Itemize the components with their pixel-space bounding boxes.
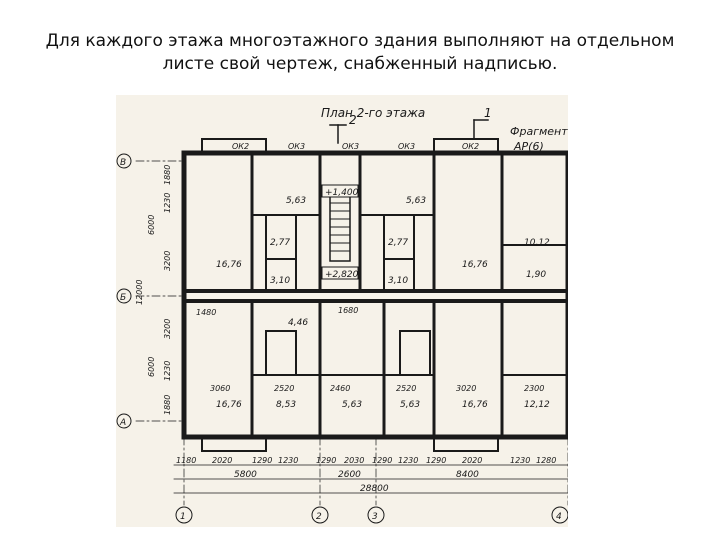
slide-caption: Для каждого этажа многоэтажного здания в… xyxy=(20,30,700,76)
axis-row-v: В xyxy=(120,158,126,168)
dim-b1-6: 1290 xyxy=(372,456,392,465)
loggia-bottom-right xyxy=(433,436,499,452)
dim-b1-8: 1290 xyxy=(426,456,446,465)
bath-right xyxy=(383,258,415,292)
dim-l-3: 3200 xyxy=(163,319,172,339)
bath-left xyxy=(265,258,297,292)
plan-title: План 2-го этажа xyxy=(321,106,425,120)
dim-inner-7: 1480 xyxy=(196,308,216,317)
area-right-hall: 2,77 xyxy=(388,238,408,248)
dim-b2-1: 2600 xyxy=(338,470,361,480)
level-box-2 xyxy=(321,266,359,280)
section-mark-right: 1 xyxy=(484,106,492,120)
dim-b1-11: 1280 xyxy=(536,456,556,465)
dim-inner-4: 2520 xyxy=(396,384,416,393)
dim-lt-1: 12000 xyxy=(135,280,144,305)
area-left-bath: 3,10 xyxy=(270,276,290,286)
axis-col-4: 4 xyxy=(556,512,562,522)
fragment-label: Фрагмент 2 xyxy=(510,125,568,138)
caption-line-1: Для каждого этажа многоэтажного здания в… xyxy=(45,31,675,51)
axis-col-1: 1 xyxy=(180,512,186,522)
dim-inner-1: 3060 xyxy=(210,384,230,393)
axis-bubble-3 xyxy=(367,506,385,524)
dim-l-5: 1880 xyxy=(163,395,172,415)
dims-bottom-row-1: 1180 2020 1290 1230 1290 2030 1290 1230 … xyxy=(176,456,556,465)
axis-bubble-a xyxy=(116,413,132,429)
axis-bubble-2 xyxy=(311,506,329,524)
floor-plan-drawing: План 2-го этажа 2 1 Фрагмент 2 АР(6) xyxy=(116,95,568,527)
area-right-top-room: 16,76 xyxy=(462,260,488,270)
hall-right xyxy=(383,214,415,260)
area-right-bath: 3,10 xyxy=(388,276,408,286)
section-mark-top: 2 xyxy=(349,113,357,127)
area-left-kitchen: 5,63 xyxy=(286,196,306,206)
level-2: +2,820 xyxy=(325,270,359,280)
area-bottom-room-3: 5,63 xyxy=(342,400,362,410)
dim-total: 28800 xyxy=(360,484,389,494)
area-left-hall: 2,77 xyxy=(270,238,290,248)
level-box-1 xyxy=(321,184,359,198)
dim-b1-4: 1290 xyxy=(316,456,336,465)
axis-bubble-v xyxy=(116,153,132,169)
axis-col-3: 3 xyxy=(372,512,378,522)
dim-l-1: 1230 xyxy=(163,193,172,213)
fragment-sub-label: АР(6) xyxy=(513,140,544,153)
dim-l-2: 3200 xyxy=(163,251,172,271)
dim-b1-3: 1230 xyxy=(278,456,298,465)
window-1: ОК2 xyxy=(232,142,249,151)
dim-b1-7: 1230 xyxy=(398,456,418,465)
window-4: ОК3 xyxy=(398,142,415,151)
window-5: ОК2 xyxy=(462,142,479,151)
window-3: ОК3 xyxy=(342,142,359,151)
caption-line-2: листе свой чертеж, снабженный надписью. xyxy=(162,54,558,74)
dim-inner-8: 1680 xyxy=(338,306,358,315)
dim-inner-3: 2460 xyxy=(330,384,350,393)
dim-b1-1: 2020 xyxy=(212,456,232,465)
area-bottom-left-room: 16,76 xyxy=(216,400,242,410)
hall-left xyxy=(265,214,297,260)
dim-b1-10: 1230 xyxy=(510,456,530,465)
axis-bubble-1 xyxy=(175,506,193,524)
hall-bottom-left xyxy=(265,330,297,376)
axis-lines xyxy=(135,160,568,506)
window-2: ОК3 xyxy=(288,142,305,151)
loggia-top-right xyxy=(433,138,499,154)
dim-lt-2: 6000 xyxy=(147,357,156,377)
dim-b2-0: 5800 xyxy=(234,470,257,480)
dim-b2-2: 8400 xyxy=(456,470,479,480)
area-left-corr: 4,46 xyxy=(288,318,308,328)
dim-l-4: 1230 xyxy=(163,361,172,381)
dim-b1-0: 1180 xyxy=(176,456,196,465)
dim-inner-5: 3020 xyxy=(456,384,476,393)
axis-bubble-4 xyxy=(551,506,568,524)
hall-bottom-right xyxy=(399,330,431,376)
loggia-top-left xyxy=(201,138,267,154)
dim-b1-5: 2030 xyxy=(344,456,364,465)
dims-bottom-row-2: 5800 2600 8400 xyxy=(234,470,479,480)
area-left-top-room: 16,76 xyxy=(216,260,242,270)
dim-inner-2: 2520 xyxy=(274,384,294,393)
dim-inner-6: 2300 xyxy=(524,384,544,393)
dim-lt-0: 6000 xyxy=(147,215,156,235)
axis-row-a: А xyxy=(119,418,126,428)
level-1: +1,400 xyxy=(325,188,359,198)
dim-b1-9: 2020 xyxy=(462,456,482,465)
loggia-bottom-left xyxy=(201,436,267,452)
dim-l-0: 1880 xyxy=(163,165,172,185)
area-bottom-room-4: 5,63 xyxy=(400,400,420,410)
area-bottom-room-2: 8,53 xyxy=(276,400,296,410)
area-right-closet: 1,90 xyxy=(526,270,546,280)
floor-plan-svg: План 2-го этажа 2 1 Фрагмент 2 АР(6) xyxy=(116,106,568,524)
axis-bubble-b xyxy=(116,288,132,304)
axis-row-b: Б xyxy=(120,293,126,303)
stair-flight xyxy=(329,194,351,262)
area-bottom-room-6: 12,12 xyxy=(524,400,550,410)
axis-col-2: 2 xyxy=(316,512,322,522)
area-right-small-room: 10,12 xyxy=(524,238,550,248)
dim-b1-2: 1290 xyxy=(252,456,272,465)
outer-wall xyxy=(181,150,568,440)
dims-left: 1880 1230 3200 3200 1230 1880 6000 12000… xyxy=(135,165,172,415)
area-bottom-room-5: 16,76 xyxy=(462,400,488,410)
area-right-kitchen: 5,63 xyxy=(406,196,426,206)
